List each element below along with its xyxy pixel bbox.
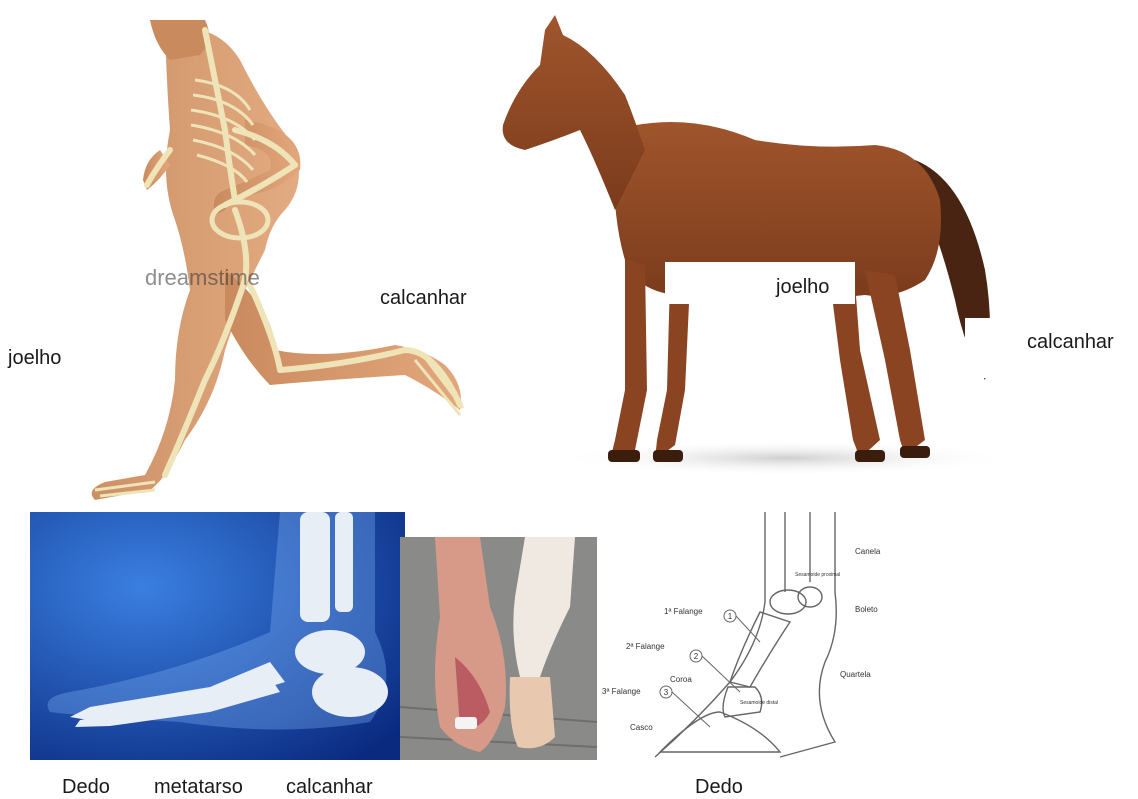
hoof-num-1: 1 [728, 612, 733, 621]
foot-metatarso-label: metatarso [154, 776, 243, 799]
hoof-dedo-label: Dedo [695, 776, 743, 799]
hoof-anatomy-diagram: Canela Boleto Quartela 1ª Falange 2ª Fal… [600, 512, 910, 764]
hoof-label-falange3: 3ª Falange [602, 687, 641, 696]
foot-dedo-label: Dedo [62, 776, 110, 799]
hoof-label-sesamoide-proximal: Sesamoide proximal [795, 572, 840, 578]
hoof-label-sesamoide-distal: Sesamoide distal [740, 700, 778, 706]
hoof-label-falange1: 1ª Falange [664, 607, 703, 616]
human-foot-xray-image [30, 512, 405, 760]
human-skeleton-image: dreamstime [75, 20, 470, 510]
ballet-feet-photo [400, 537, 597, 760]
hoof-label-boleto: Boleto [855, 605, 878, 614]
hoof-label-falange2: 2ª Falange [626, 642, 665, 651]
horse-calcanhar-label: calcanhar [1027, 331, 1114, 354]
human-calcanhar-label: calcanhar [380, 287, 467, 310]
hoof-label-coroa: Coroa [670, 675, 692, 684]
watermark-text: dreamstime [145, 265, 260, 290]
horse-joelho-label: joelho [776, 276, 829, 299]
hoof-label-quartela: Quartela [840, 670, 871, 679]
human-joelho-label: joelho [8, 347, 61, 370]
hoof-num-3: 3 [664, 688, 669, 697]
horse-image [485, 10, 1010, 480]
hoof-label-casco: Casco [630, 723, 653, 732]
foot-calcanhar-label: calcanhar [286, 776, 373, 799]
hoof-num-2: 2 [694, 652, 699, 661]
hoof-label-canela: Canela [855, 547, 881, 556]
